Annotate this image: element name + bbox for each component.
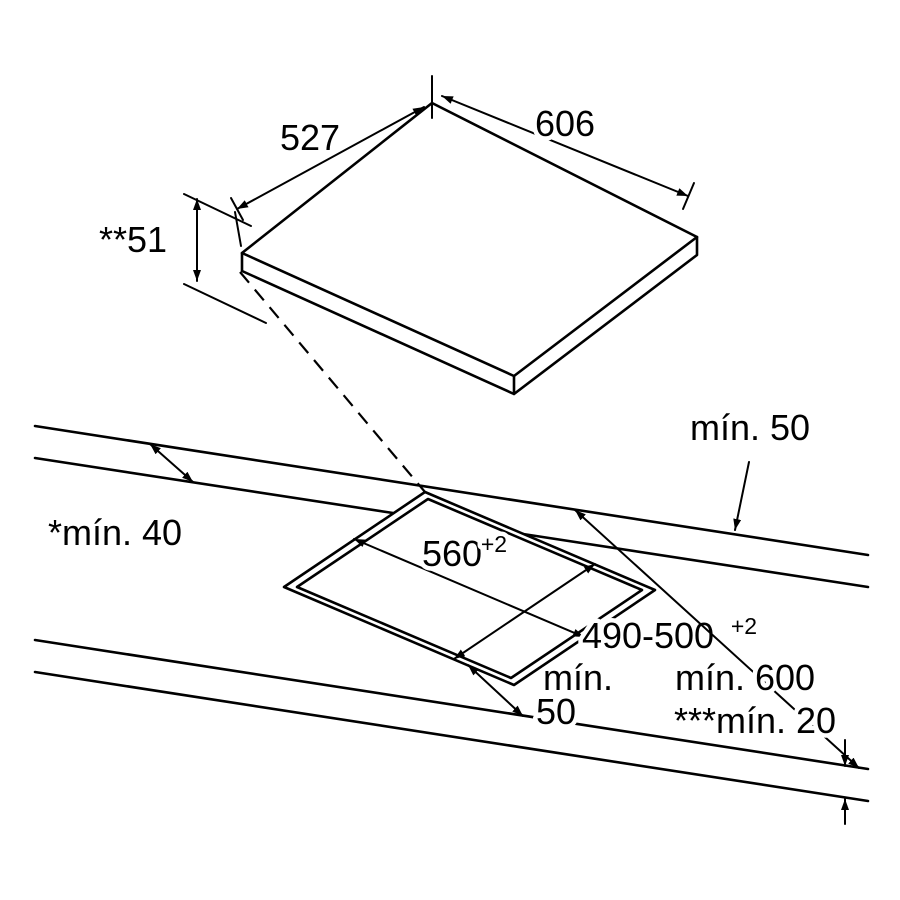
- dim-clearance-side: *mín. 40: [43, 443, 194, 558]
- dim-label-cutout-depth-tolerance: +2: [731, 613, 757, 639]
- dim-label-clearance-side: *mín. 40: [48, 512, 182, 553]
- dim-label-worktop-depth: mín. 600: [675, 657, 815, 698]
- dim-label-cutout-width: 560: [422, 533, 482, 574]
- leader-clearance-rear: [733, 461, 750, 531]
- worktop-front-edge-bottom-line: [33, 670, 870, 803]
- hob-side-faces: [240, 235, 699, 396]
- dim-line-cutout-depth: [453, 563, 596, 660]
- projection-dashed-line: [239, 271, 426, 493]
- dim-label-hob-depth: 606: [535, 103, 595, 144]
- dim-label-hob-height: **51: [99, 219, 167, 260]
- dim-hob-depth: 606: [441, 95, 695, 210]
- dim-label-clearance-below: ***mín. 20: [674, 700, 836, 741]
- dim-label-clearance-front-line2: 50: [536, 691, 576, 732]
- dim-label-hob-width: 527: [280, 117, 340, 158]
- dim-clearance-below: ***mín. 20: [669, 696, 849, 825]
- dim-label-cutout-width-tolerance: +2: [481, 531, 507, 557]
- dim-line-clearance-front: [467, 664, 524, 717]
- dim-hob-height: **51: [94, 193, 267, 324]
- dim-worktop-depth: mín. 600: [574, 509, 860, 769]
- dim-hob-width: 527: [230, 106, 425, 247]
- dim-tick-hob-depth: [682, 182, 695, 210]
- dim-line-hob-depth: [441, 95, 689, 197]
- dim-clearance-rear: mín. 50: [685, 403, 815, 531]
- dim-line-clearance-side: [149, 443, 194, 483]
- dim-reference-ticks-hob-height: [183, 193, 267, 324]
- dim-label-clearance-rear: mín. 50: [690, 407, 810, 448]
- dim-witness-hob-width: [230, 197, 244, 247]
- dim-label-cutout-depth: 490-500: [582, 615, 714, 656]
- dim-line-hob-width: [236, 106, 425, 210]
- dim-line-worktop-depth: [574, 509, 860, 769]
